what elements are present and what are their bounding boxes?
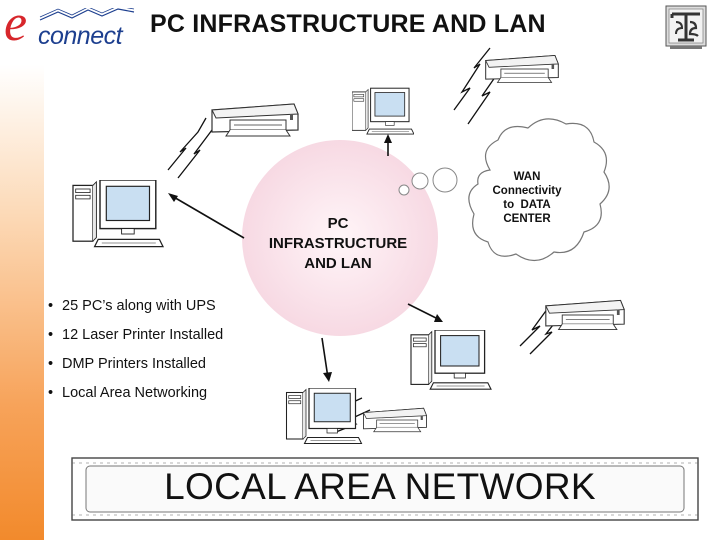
- wan-label-line3: to DATA: [503, 199, 551, 211]
- econnect-logo: e connect: [4, 0, 135, 54]
- wan-label-line2: Connectivity: [492, 185, 562, 197]
- orange-sidebar: [0, 0, 44, 540]
- banner-frame: [71, 457, 699, 521]
- wan-label-line1: WAN: [513, 171, 541, 183]
- printer-top-left: [211, 103, 299, 137]
- bullet-dot: •: [48, 385, 54, 401]
- thought-bubble-mid: [411, 172, 429, 190]
- page-title: PC INFRASTRUCTURE AND LAN: [150, 10, 546, 38]
- logo-swoosh-lines: [39, 8, 135, 21]
- wan-cloud: [468, 118, 610, 262]
- thought-bubble-small: [398, 184, 410, 196]
- center-circle: [242, 140, 438, 336]
- pc-right: [410, 330, 492, 390]
- bullet-dot: •: [48, 327, 54, 343]
- pc-top: [352, 87, 414, 135]
- bullet-dot: •: [48, 298, 54, 314]
- wan-label: WAN Connectivity to DATA CENTER: [484, 170, 570, 226]
- pc-bottom: [285, 388, 363, 445]
- bullet-text: 12 Laser Printer Installed: [62, 327, 224, 343]
- logo-letter: e: [4, 0, 28, 52]
- bullet-text: DMP Printers Installed: [62, 356, 206, 372]
- corner-emblem-icon: [665, 5, 707, 49]
- printer-top-right: [485, 54, 559, 84]
- bullet-item: • 25 PC’s along with UPS: [48, 296, 223, 325]
- thought-bubble-large: [432, 167, 458, 193]
- bullet-text: 25 PC’s along with UPS: [62, 298, 216, 314]
- bullet-item: • Local Area Networking: [48, 383, 223, 412]
- logo-wordmark: connect: [38, 22, 123, 50]
- bullet-text: Local Area Networking: [62, 385, 208, 401]
- printer-right: [545, 299, 625, 331]
- pc-left: [72, 180, 164, 248]
- center-label-line3: AND LAN: [304, 255, 372, 272]
- printer-bottom: [362, 407, 428, 433]
- bullet-item: • 12 Laser Printer Installed: [48, 325, 223, 354]
- wan-label-line4: CENTER: [503, 213, 551, 225]
- center-label-line1: PC: [327, 215, 349, 232]
- banner-title: LOCAL AREA NETWORK: [164, 466, 596, 507]
- center-label-line2: INFRASTRUCTURE: [268, 235, 408, 252]
- bullet-item: • DMP Printers Installed: [48, 354, 223, 383]
- center-label: PC INFRASTRUCTURE AND LAN: [248, 214, 428, 274]
- bullet-list: • 25 PC’s along with UPS • 12 Laser Printe…: [48, 296, 223, 412]
- bullet-dot: •: [48, 356, 54, 372]
